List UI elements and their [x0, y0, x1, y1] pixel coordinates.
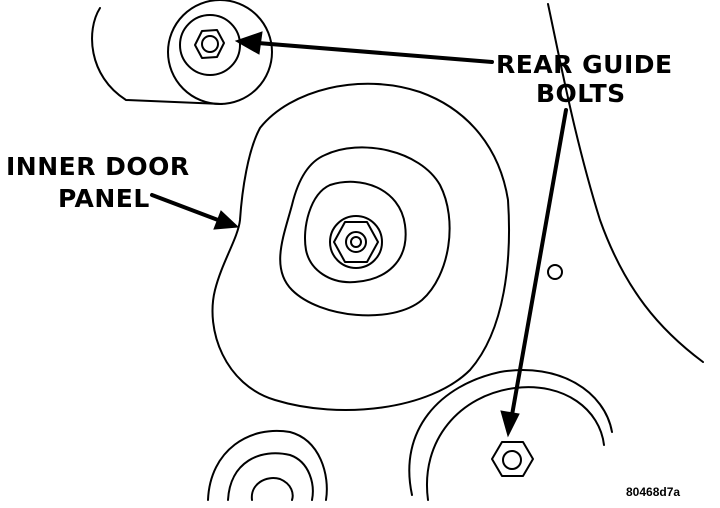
bottom-roller	[207, 429, 328, 501]
figure-id: 80468d7a	[626, 485, 681, 499]
inner-door-panel-outline	[211, 82, 510, 411]
center-bolt-head	[333, 221, 379, 263]
bottom-roller-hub	[250, 477, 294, 501]
lower-roller-outer-rim	[408, 369, 613, 496]
upper-guide-roller	[91, 0, 273, 105]
center-bolt-washer	[329, 215, 383, 269]
callout-arrow-lower-bolt	[500, 108, 568, 438]
upper-bolt-center	[201, 35, 219, 53]
upper-rear-guide-bolt	[194, 29, 225, 59]
center-bolt-thread-inner	[350, 236, 362, 248]
upper-roller-outer-rim	[91, 7, 223, 105]
callout-arrow-upper-bolt	[234, 31, 494, 64]
upper-roller-face	[167, 0, 273, 105]
inner-door-panel-label-line1: INNER DOOR	[6, 152, 190, 181]
lower-rear-guide-bolt	[491, 441, 534, 477]
door-frame-edge	[547, 3, 704, 363]
rear-guide-bolts-label-line1: REAR GUIDE	[496, 50, 673, 79]
panel-boss-inner	[304, 180, 407, 284]
panel-boss-outer	[279, 146, 451, 317]
center-panel-bolt	[329, 215, 383, 269]
callout-arrow-door-panel	[150, 193, 240, 230]
center-bolt-thread-outer	[345, 231, 367, 253]
bottom-roller-middle	[227, 452, 314, 501]
rear-guide-bolts-label-line2: BOLTS	[536, 79, 626, 108]
upper-roller-hub	[179, 14, 241, 76]
lower-bolt-center	[502, 450, 522, 470]
bottom-roller-outer	[207, 429, 328, 501]
rivet	[547, 264, 563, 280]
inner-door-panel-label-line2: PANEL	[58, 184, 150, 213]
